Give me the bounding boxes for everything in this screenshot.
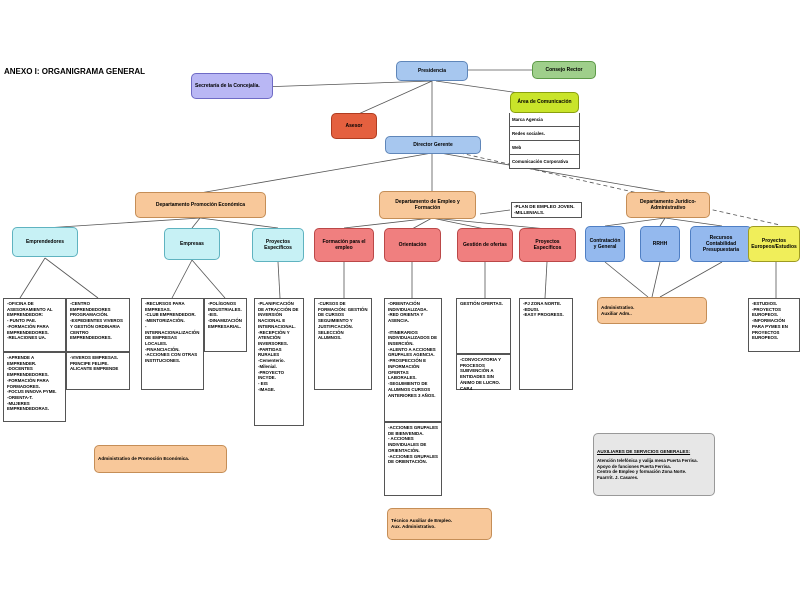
secretaria-label: Secretaría de la Concejalía. <box>195 82 260 89</box>
asesor-label: Asesor <box>345 122 363 129</box>
director-gerente-label: Director Gerente <box>413 141 453 148</box>
departamento-juridico-box[interactable]: Departamento Jurídico- Administrativo <box>626 192 710 218</box>
departamento-promocion-box[interactable]: Departamento Promoción Económica <box>135 192 266 218</box>
auxiliares-box[interactable]: AUXILIARES DE SERVICIOS GENERALES: Atenc… <box>593 433 715 496</box>
unit-formacion-empleo[interactable]: Formación para el empleo <box>314 228 374 262</box>
juridico-staff-box[interactable]: Administrativo. Auxiliar Adm.. <box>597 297 707 324</box>
list-empresas-b: -POLÍGONOS INDUSTRIALES. -EIS. -DINAMIZA… <box>204 298 247 352</box>
auxiliares-text: Atención telefónica y valija mesa Puerta… <box>597 458 698 480</box>
unit-proyectos-europeos-label: Proyectos Europeos/Estudios <box>751 237 797 250</box>
director-gerente-box[interactable]: Director Gerente <box>385 136 481 154</box>
area-comunicacion-box[interactable]: Área de Comunicación <box>510 92 579 113</box>
consejo-rector-box[interactable]: Consejo Rector <box>532 61 596 79</box>
list-europeos: -ESTUDIOS. -PROYECTOS EUROPEOS. -INFORMA… <box>748 298 800 352</box>
unit-contratacion-label: Contratación y General <box>589 237 621 250</box>
unit-empresas-label: Empresas <box>180 240 204 247</box>
unit-emprendedores-label: Emprendedores <box>25 238 65 245</box>
area-comunicacion-label: Área de Comunicación <box>517 99 572 106</box>
departamento-juridico-label: Departamento Jurídico- Administrativo <box>639 198 697 211</box>
auxiliares-title: AUXILIARES DE SERVICIOS GENERALES: <box>597 448 691 454</box>
unit-rrhh[interactable]: RRHH <box>640 226 680 262</box>
unit-proyectos-europeos[interactable]: Proyectos Europeos/Estudios <box>748 226 800 262</box>
unit-proyectos-especificos-ef[interactable]: Proyectos Específicos <box>519 228 576 262</box>
departamento-promocion-label: Departamento Promoción Económica <box>155 201 246 208</box>
list-emprendedores-c: -APRENDE A EMPRENDER. -DOCENTES EMPRENDE… <box>3 352 66 422</box>
unit-rrhh-label: RRHH <box>652 240 668 247</box>
list-proyectos-ef: -PJ ZONA NORTE. -EDUSI. -EASY PROGRESS. <box>519 298 573 390</box>
list-gestion-a: GESTIÓN OFERTAS. <box>456 298 511 354</box>
comunicacion-item: Marca Agencia <box>509 113 580 127</box>
departamento-empleo-box[interactable]: Departamento de Empleo y Formación <box>379 191 476 219</box>
unit-emprendedores[interactable]: Emprendedores <box>12 227 78 257</box>
admin-promocion-box[interactable]: Administrativo de Promoción Económica. <box>94 445 227 473</box>
unit-orientacion-label: Orientación <box>398 241 427 248</box>
presidencia-box[interactable]: Presidencia <box>396 61 468 81</box>
comunicacion-item: Web <box>509 141 580 155</box>
unit-proyectos-especificos-pe[interactable]: Proyectos Específicos <box>252 228 304 262</box>
empleo-side-note: -PLAN DE EMPLEO JOVEN. -MILLENIALS. <box>511 202 582 218</box>
unit-proyectos-especificos-ef-label: Proyectos Específicos <box>533 238 562 251</box>
admin-promocion-label: Administrativo de Promoción Económica. <box>98 456 190 462</box>
unit-formacion-empleo-label: Formación para el empleo <box>322 238 366 251</box>
page-title: ANEXO I: ORGANIGRAMA GENERAL <box>4 67 146 76</box>
unit-gestion-ofertas-label: Gestión de ofertas <box>463 241 507 248</box>
comunicacion-item: Comunicación Corporativa <box>509 155 580 169</box>
unit-proyectos-especificos-pe-label: Proyectos Específicos <box>264 238 292 251</box>
list-empresas-a: -RECURSOS PARA EMPRESAS. -CLUB EMPRENDED… <box>141 298 204 390</box>
unit-contratacion[interactable]: Contratación y General <box>585 226 625 262</box>
list-orientacion-b: -ACCIONES GRUPALES DE BIENVENIDA. - ACCI… <box>384 422 442 496</box>
unit-empresas[interactable]: Empresas <box>164 228 220 260</box>
comunicacion-list: Marca Agencia Redes sociales. Web Comuni… <box>509 113 580 169</box>
list-proyectos-pe: -PLANIFICACIÓN DE ATRACCIÓN DE INVERSIÓN… <box>254 298 304 426</box>
unit-contabilidad[interactable]: Recursos Contabilidad Presupuestaria <box>690 226 752 262</box>
tecnico-box[interactable]: Técnico Auxiliar de Empleo. Aux. Adminis… <box>387 508 492 540</box>
unit-contabilidad-label: Recursos Contabilidad Presupuestaria <box>702 234 740 254</box>
list-emprendedores-a: -OFICINA DE ASESORAMIENTO AL EMPRENDEDOR… <box>3 298 66 352</box>
comunicacion-item: Redes sociales. <box>509 127 580 141</box>
consejo-rector-label: Consejo Rector <box>545 66 583 73</box>
list-formacion: -CURSOS DE FORMACIÓN: GESTIÓN DE CURSOS … <box>314 298 372 390</box>
departamento-empleo-label: Departamento de Empleo y Formación <box>395 198 460 211</box>
list-emprendedores-d: -VIVEROS EMPRESAS. PRINCIPE FELIPE. ALIC… <box>66 352 130 390</box>
presidencia-label: Presidencia <box>417 67 447 74</box>
list-emprendedores-b: -CENTRO EMPRENDEDORES PROGRAMACIÓN. -EXP… <box>66 298 130 352</box>
asesor-box[interactable]: Asesor <box>331 113 377 139</box>
unit-orientacion[interactable]: Orientación <box>384 228 441 262</box>
list-gestion-b: -CONVOCATORIA Y PROCESOS SUBVENCIÓN A EN… <box>456 354 511 391</box>
list-orientacion: -ORIENTACIÓN INDIVIDUALIZADA. -RED ORIEN… <box>384 298 442 422</box>
secretaria-box[interactable]: Secretaría de la Concejalía. <box>191 73 273 99</box>
tecnico-label: Técnico Auxiliar de Empleo. Aux. Adminis… <box>391 518 453 529</box>
unit-gestion-ofertas[interactable]: Gestión de ofertas <box>457 228 513 262</box>
juridico-staff-label: Administrativo. Auxiliar Adm.. <box>601 304 635 316</box>
